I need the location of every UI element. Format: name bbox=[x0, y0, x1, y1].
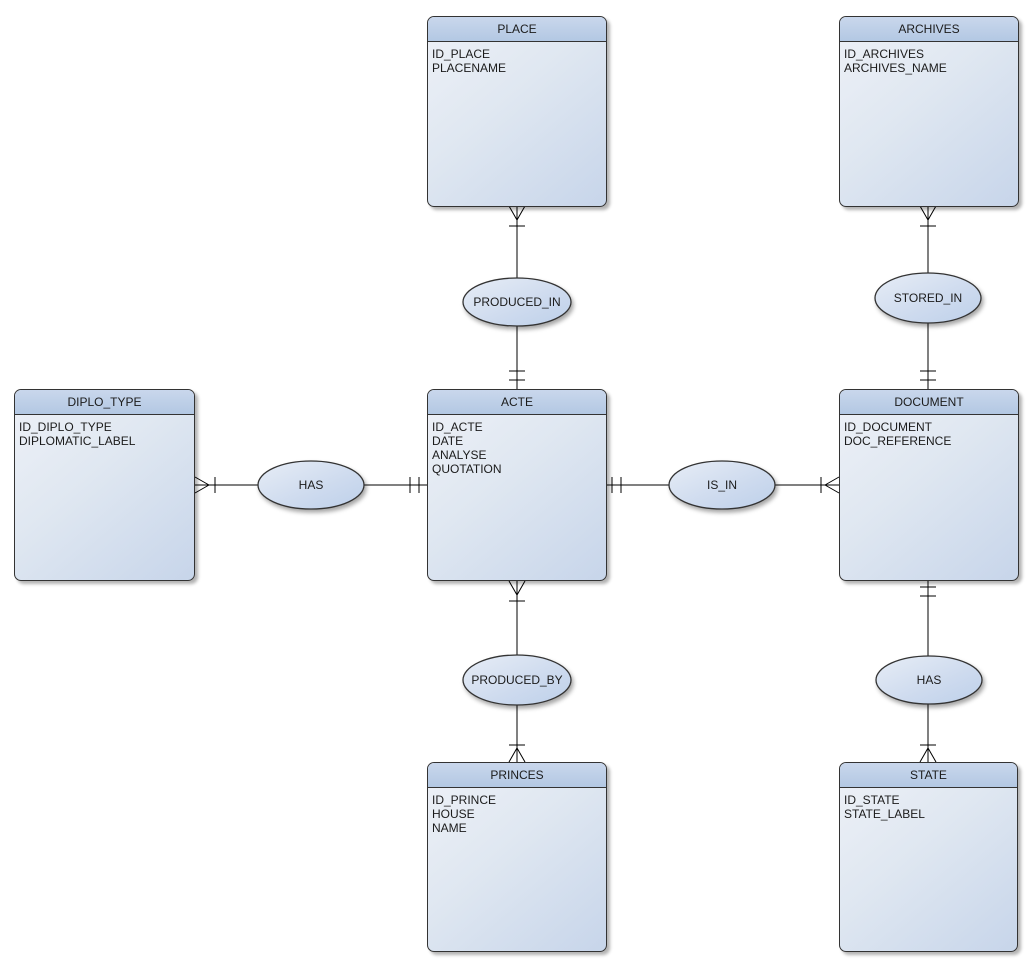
crow-foot-marker-diplo-type bbox=[194, 476, 210, 494]
relationship-produced-in[interactable]: PRODUCED_IN bbox=[462, 277, 572, 327]
relationship-ellipse[interactable] bbox=[874, 272, 982, 324]
crow-foot-marker-archives bbox=[919, 205, 937, 221]
entity-title: ACTE bbox=[428, 390, 606, 415]
attribute: ARCHIVES_NAME bbox=[844, 61, 947, 75]
entity-title: PLACE bbox=[428, 17, 606, 42]
attribute: ID_ARCHIVES bbox=[844, 47, 925, 61]
relationship-ellipse[interactable] bbox=[875, 655, 983, 705]
attribute: PLACENAME bbox=[432, 61, 507, 75]
crow-foot-marker-princes bbox=[508, 747, 526, 763]
entity-acte[interactable]: ACTE ID_ACTE DATE ANALYSE QUOTATION bbox=[427, 389, 607, 581]
entity-title: STATE bbox=[840, 763, 1017, 788]
relationship-stored-in[interactable]: STORED_IN bbox=[874, 272, 982, 324]
relationship-label: PRODUCED_BY bbox=[471, 673, 562, 687]
attribute: NAME bbox=[432, 821, 467, 835]
relationship-label: PRODUCED_IN bbox=[473, 295, 560, 309]
attribute: ID_STATE bbox=[844, 793, 900, 807]
relationship-produced-by[interactable]: PRODUCED_BY bbox=[462, 654, 572, 706]
relationship-ellipse[interactable] bbox=[257, 460, 365, 510]
relationship-label: STORED_IN bbox=[894, 291, 962, 305]
relationship-has-diplo-type[interactable]: HAS bbox=[257, 460, 365, 510]
attribute: ID_PRINCE bbox=[432, 793, 497, 807]
attribute: ID_DIPLO_TYPE bbox=[19, 420, 112, 434]
attribute: ID_ACTE bbox=[432, 420, 483, 434]
entity-attribute-list: ID_DIPLO_TYPE DIPLOMATIC_LABEL bbox=[15, 415, 194, 448]
entity-state[interactable]: STATE ID_STATE STATE_LABEL bbox=[839, 762, 1018, 952]
entity-attribute-list: ID_DOCUMENT DOC_REFERENCE bbox=[840, 415, 1018, 448]
entity-title: DIPLO_TYPE bbox=[15, 390, 194, 415]
attribute: ID_PLACE bbox=[432, 47, 491, 61]
attribute: ID_DOCUMENT bbox=[844, 420, 933, 434]
attribute: STATE_LABEL bbox=[844, 807, 925, 821]
entity-attribute-list: ID_PRINCE HOUSE NAME bbox=[428, 788, 606, 835]
attribute: DIPLOMATIC_LABEL bbox=[19, 434, 136, 448]
attribute: ANALYSE bbox=[432, 448, 487, 462]
entity-attribute-list: ID_PLACE PLACENAME bbox=[428, 42, 606, 75]
entity-title: ARCHIVES bbox=[840, 17, 1018, 42]
entity-archives[interactable]: ARCHIVES ID_ARCHIVES ARCHIVES_NAME bbox=[839, 16, 1019, 207]
attribute: QUOTATION bbox=[432, 462, 502, 476]
entity-place[interactable]: PLACE ID_PLACE PLACENAME bbox=[427, 16, 607, 207]
entity-title: PRINCES bbox=[428, 763, 606, 788]
crow-foot-marker-document-left bbox=[824, 476, 840, 494]
entity-princes[interactable]: PRINCES ID_PRINCE HOUSE NAME bbox=[427, 762, 607, 952]
relationship-has-state[interactable]: HAS bbox=[875, 655, 983, 705]
relationship-label: HAS bbox=[299, 478, 324, 492]
connectors bbox=[194, 205, 937, 763]
crow-foot-marker-place bbox=[508, 205, 526, 221]
relationship-ellipse[interactable] bbox=[668, 460, 776, 510]
entity-diplo-type[interactable]: DIPLO_TYPE ID_DIPLO_TYPE DIPLOMATIC_LABE… bbox=[14, 389, 195, 581]
attribute: DATE bbox=[432, 434, 464, 448]
relationship-label: HAS bbox=[917, 673, 942, 687]
entity-title: DOCUMENT bbox=[840, 390, 1018, 415]
relationship-label: IS_IN bbox=[707, 478, 737, 492]
relationship-ellipse[interactable] bbox=[462, 654, 572, 706]
entity-attribute-list: ID_STATE STATE_LABEL bbox=[840, 788, 1017, 821]
crow-foot-marker-state bbox=[919, 747, 937, 763]
relationship-is-in[interactable]: IS_IN bbox=[668, 460, 776, 510]
attribute: DOC_REFERENCE bbox=[844, 434, 952, 448]
entity-document[interactable]: DOCUMENT ID_DOCUMENT DOC_REFERENCE bbox=[839, 389, 1019, 581]
attribute: HOUSE bbox=[432, 807, 475, 821]
crow-foot-marker-acte-bottom bbox=[508, 580, 526, 596]
entity-attribute-list: ID_ARCHIVES ARCHIVES_NAME bbox=[840, 42, 1018, 75]
relationship-ellipse[interactable] bbox=[462, 277, 572, 327]
entity-attribute-list: ID_ACTE DATE ANALYSE QUOTATION bbox=[428, 415, 606, 476]
